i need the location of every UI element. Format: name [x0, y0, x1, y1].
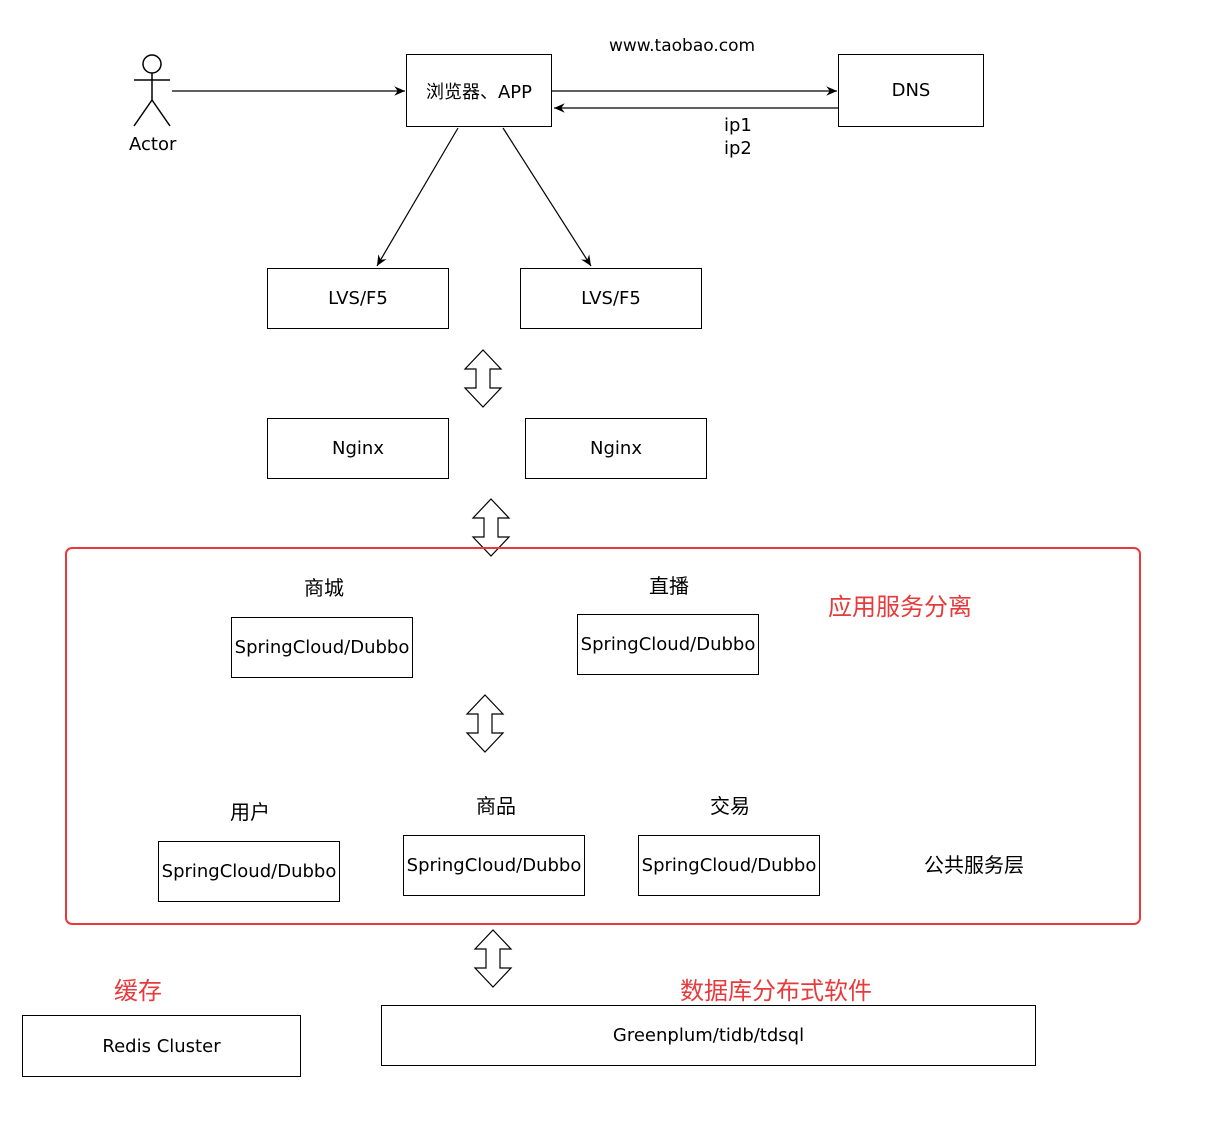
- dns-reply-ip1: ip1: [724, 115, 752, 136]
- double-arrow-lvs-nginx: [463, 349, 503, 408]
- goods-title: 商品: [476, 794, 516, 818]
- lvs-node-1[interactable]: LVS/F5: [267, 268, 449, 329]
- mall-title: 商城: [304, 576, 344, 600]
- client-node[interactable]: 浏览器、APP: [406, 54, 552, 127]
- live-title: 直播: [649, 574, 689, 598]
- service-group: [65, 547, 1141, 925]
- trade-service-node[interactable]: SpringCloud/Dubbo: [638, 835, 820, 896]
- actor-figure: [133, 54, 171, 127]
- dns-reply-ip2: ip2: [724, 138, 752, 159]
- actor-label: Actor: [129, 134, 177, 155]
- cache-label: 缓存: [114, 977, 162, 1005]
- mall-service-node[interactable]: SpringCloud/Dubbo: [231, 617, 413, 678]
- lvs-node-2[interactable]: LVS/F5: [520, 268, 702, 329]
- live-service-node[interactable]: SpringCloud/Dubbo: [577, 614, 759, 675]
- edge-client-lvs2: [502, 127, 592, 267]
- redis-node[interactable]: Redis Cluster: [22, 1015, 301, 1077]
- database-label: 数据库分布式软件: [680, 977, 872, 1005]
- user-title: 用户: [230, 800, 270, 824]
- user-service-node[interactable]: SpringCloud/Dubbo: [158, 841, 340, 902]
- edge-client-lvs1: [376, 127, 459, 267]
- trade-title: 交易: [710, 794, 750, 818]
- database-node[interactable]: Greenplum/tidb/tdsql: [381, 1005, 1036, 1066]
- goods-service-node[interactable]: SpringCloud/Dubbo: [403, 835, 585, 896]
- dns-node[interactable]: DNS: [838, 54, 984, 127]
- double-arrow-services-storage: [473, 929, 513, 988]
- nginx-node-1[interactable]: Nginx: [267, 418, 449, 479]
- app-separation-label: 应用服务分离: [828, 593, 972, 621]
- double-arrow-nginx-services: [471, 498, 511, 557]
- dns-query-label: www.taobao.com: [609, 36, 756, 56]
- common-layer-label: 公共服务层: [924, 853, 1024, 877]
- nginx-node-2[interactable]: Nginx: [525, 418, 707, 479]
- double-arrow-app-common: [465, 694, 505, 753]
